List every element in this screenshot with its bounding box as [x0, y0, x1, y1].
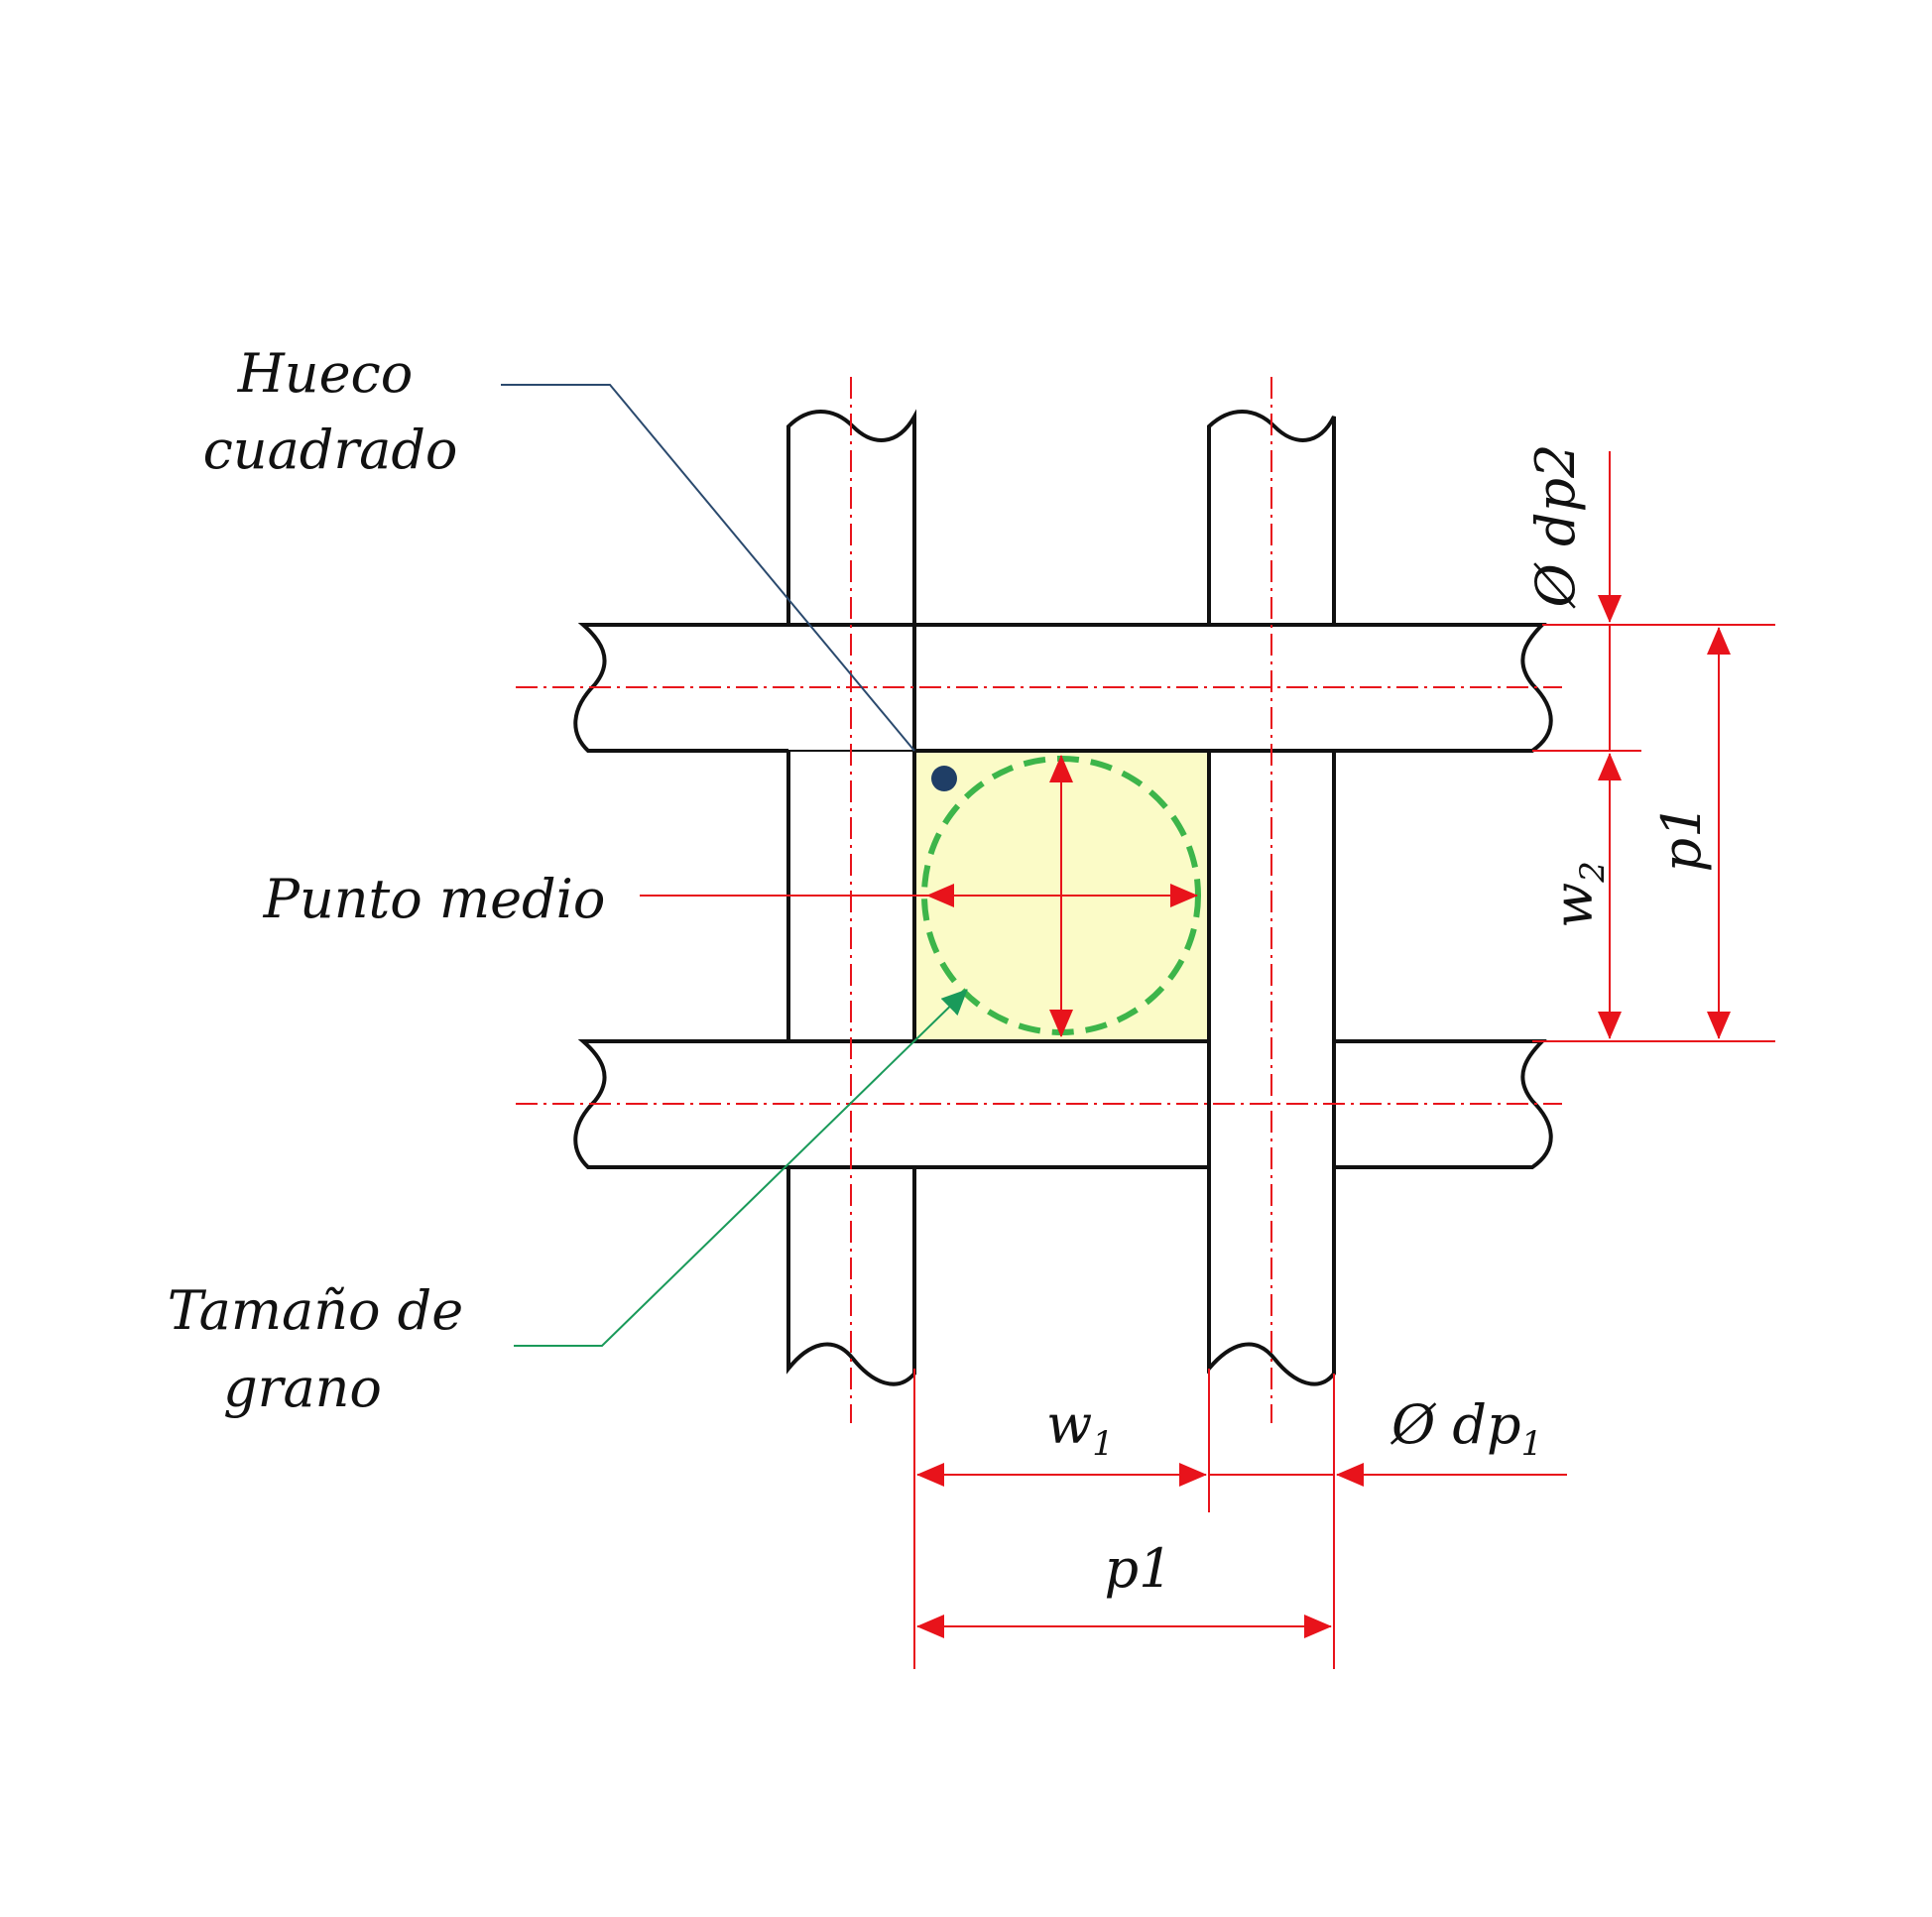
w1-label: w1	[1046, 1393, 1114, 1464]
vertical-wire-left-top	[786, 409, 916, 627]
centerlines	[516, 377, 1562, 1423]
w2-label: w2	[1542, 861, 1613, 928]
tamano-label-line2: grano	[223, 1357, 382, 1419]
vertical-wire-right-top	[1207, 410, 1336, 627]
p1-vertical-label: p1	[1650, 804, 1713, 873]
p1-horizontal-label: p1	[1105, 1537, 1173, 1600]
extension-lines	[913, 624, 1775, 1669]
hueco-label-line1: Hueco	[237, 342, 414, 405]
grain-leader	[514, 989, 968, 1347]
hueco-dot	[931, 766, 957, 791]
tamano-label-line1: Tamaño de	[168, 1279, 463, 1342]
hueco-label-line2: cuadrado	[203, 419, 458, 481]
punto-medio-label: Punto medio	[263, 868, 606, 930]
dp2-label: Ø dp2	[1524, 444, 1587, 610]
hueco-leader	[501, 384, 915, 752]
dp1-label: Ø dp1	[1389, 1393, 1542, 1464]
